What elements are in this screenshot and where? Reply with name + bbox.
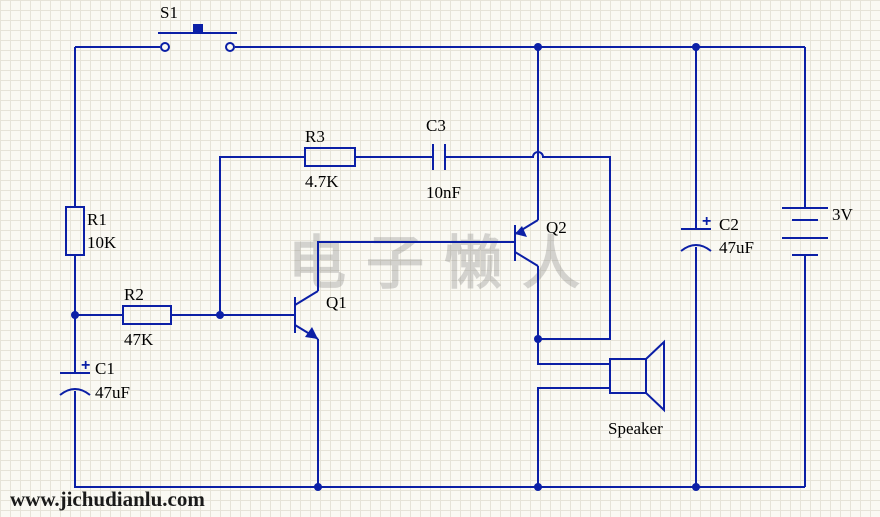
wire-feedback-right — [445, 151, 611, 340]
c2-ref: C2 — [719, 215, 739, 234]
speaker: Speaker — [608, 339, 665, 438]
c1-plate-negative — [59, 388, 91, 396]
r2-value: 47K — [124, 330, 154, 349]
wires — [74, 46, 806, 488]
c1-ref: C1 — [95, 359, 115, 378]
r2-ref: R2 — [124, 285, 144, 304]
resistor-r1: R1 10K — [65, 206, 117, 256]
c3-ref: C3 — [426, 116, 446, 135]
wire-q2c-speaker — [537, 266, 610, 365]
c1-value: 47uF — [95, 383, 130, 402]
capacitor-c3: C3 10nF — [426, 116, 461, 202]
junction-dot — [534, 483, 542, 491]
c2-value: 47uF — [719, 238, 754, 257]
transistor-q2: Q2 — [514, 218, 567, 267]
transistor-q1: Q1 — [294, 290, 347, 340]
r1-body — [65, 206, 85, 256]
c1-polarity-mark: + — [81, 357, 90, 374]
junctions — [71, 43, 700, 491]
speaker-label: Speaker — [608, 419, 663, 438]
capacitor-c1: + C1 47uF — [59, 357, 130, 402]
junction-dot — [314, 483, 322, 491]
r3-body — [304, 147, 356, 167]
battery-value: 3V — [832, 205, 854, 224]
switch-contact — [225, 42, 235, 52]
capacitor-c2: + C2 47uF — [680, 213, 754, 257]
c3-value: 10nF — [426, 183, 461, 202]
junction-dot — [692, 483, 700, 491]
r1-value: 10K — [87, 233, 117, 252]
resistor-r3: R3 4.7K — [304, 127, 356, 191]
junction-dot — [534, 43, 542, 51]
c2-plate-negative — [680, 244, 712, 252]
q2-collector — [514, 251, 539, 267]
resistor-r2: R2 47K — [122, 285, 172, 349]
junction-dot — [534, 335, 542, 343]
switch-s1: S1 — [158, 3, 237, 52]
q1-ref: Q1 — [326, 293, 347, 312]
junction-dot — [692, 43, 700, 51]
r3-value: 4.7K — [305, 172, 339, 191]
q1-emitter-arrow — [305, 327, 318, 339]
wire-speaker-gnd — [537, 387, 610, 487]
switch-button — [193, 24, 203, 33]
r2-body — [122, 305, 172, 325]
speaker-magnet — [609, 358, 647, 394]
r3-ref: R3 — [305, 127, 325, 146]
watermark: 电子懒人 — [288, 229, 600, 297]
speaker-cone — [645, 339, 665, 413]
footer-url: www.jichudianlu.com — [10, 487, 205, 511]
wire-feedback-left — [219, 156, 305, 315]
q2-ref: Q2 — [546, 218, 567, 237]
junction-dot — [216, 311, 224, 319]
battery-3v: 3V — [782, 205, 854, 256]
wire-q1c-q2b — [317, 241, 515, 291]
junction-dot — [71, 311, 79, 319]
c2-polarity-mark: + — [702, 213, 711, 230]
q1-collector — [294, 290, 319, 306]
r1-ref: R1 — [87, 210, 107, 229]
wire-bottom-rail — [74, 391, 805, 488]
s1-label: S1 — [160, 3, 178, 22]
switch-contact — [160, 42, 170, 52]
q2-emitter-arrow — [515, 226, 527, 237]
